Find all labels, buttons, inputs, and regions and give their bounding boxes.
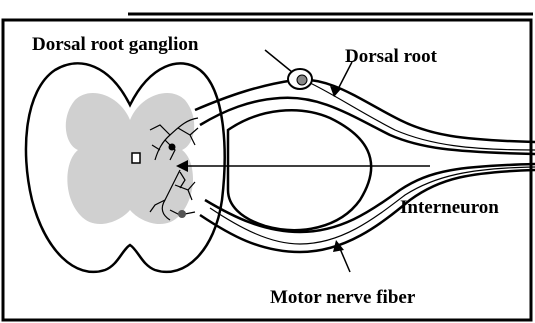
ganglion-pointer-line [265, 50, 292, 72]
label-dorsal-root: Dorsal root [345, 46, 438, 67]
ganglion-cell-body [297, 75, 307, 85]
label-motor-nerve-fiber: Motor nerve fiber [270, 287, 416, 308]
interneuron-cell-body [169, 144, 176, 151]
label-interneuron: Interneuron [400, 197, 499, 218]
central-canal [132, 153, 140, 163]
motor-fiber-arrowhead [333, 240, 344, 252]
root-loop [228, 110, 371, 230]
motor-neuron-cell-body [178, 210, 186, 218]
label-dorsal-root-ganglion: Dorsal root ganglion [32, 34, 199, 55]
